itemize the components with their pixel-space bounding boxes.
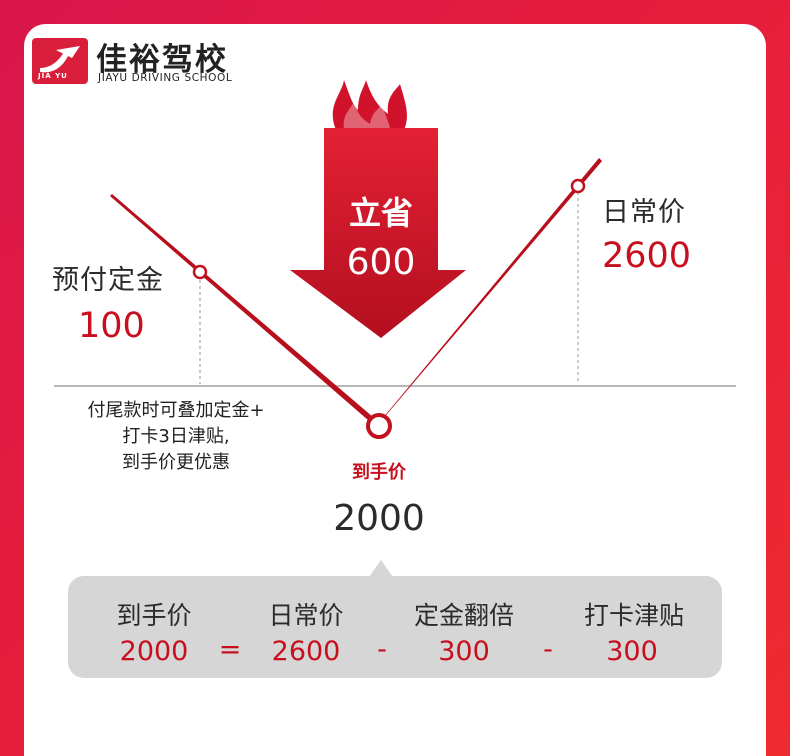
discount-note: 付尾款时可叠加定金+ 打卡3日津贴, 到手价更优惠 bbox=[46, 398, 306, 476]
formula-minus-2: - bbox=[543, 634, 553, 665]
school-logo-icon bbox=[32, 38, 88, 84]
final-point bbox=[366, 413, 392, 439]
formula-value-regular: 2600 bbox=[271, 636, 341, 667]
note-line-3: 到手价更优惠 bbox=[122, 452, 230, 473]
regular-label: 日常价 bbox=[602, 197, 686, 228]
final-value: 2000 bbox=[333, 498, 425, 539]
regular-point bbox=[570, 178, 586, 194]
promo-card: JIA YU 佳裕驾校 JIAYU DRIVING SCHOOL 立省 600 … bbox=[24, 24, 766, 756]
formula-label-final: 到手价 bbox=[116, 601, 192, 630]
formula-label-checkin-subsidy: 打卡津贴 bbox=[583, 601, 684, 630]
logo-text: JIA YU bbox=[38, 72, 68, 80]
formula-value-final: 2000 bbox=[119, 636, 189, 667]
savings-label: 立省 bbox=[348, 194, 413, 232]
down-arrow-icon bbox=[290, 128, 466, 338]
formula-value-deposit-double: 300 bbox=[438, 636, 490, 667]
formula-label-deposit-double: 定金翻倍 bbox=[413, 601, 514, 630]
note-line-2: 打卡3日津贴, bbox=[122, 426, 230, 447]
formula-equals: = bbox=[218, 634, 242, 665]
formula-value-checkin-subsidy: 300 bbox=[606, 636, 658, 667]
deposit-point bbox=[192, 264, 208, 280]
formula-bubble bbox=[68, 576, 722, 678]
deposit-value: 100 bbox=[78, 306, 145, 346]
brand-name-en: JIAYU DRIVING SCHOOL bbox=[98, 72, 233, 84]
formula-minus-1: - bbox=[377, 634, 387, 665]
savings-value: 600 bbox=[346, 242, 416, 283]
regular-value: 2600 bbox=[602, 236, 692, 276]
formula-label-regular: 日常价 bbox=[268, 601, 344, 630]
note-line-1: 付尾款时可叠加定金+ bbox=[87, 400, 265, 421]
price-v-diagram bbox=[54, 80, 736, 439]
v-line-left bbox=[110, 194, 380, 427]
deposit-label: 预付定金 bbox=[52, 265, 164, 296]
final-label: 到手价 bbox=[352, 462, 406, 483]
bubble-pointer bbox=[369, 560, 393, 577]
v-line-right bbox=[376, 158, 602, 427]
flame-icon bbox=[332, 80, 407, 130]
brand-name-cn: 佳裕驾校 bbox=[96, 42, 228, 78]
